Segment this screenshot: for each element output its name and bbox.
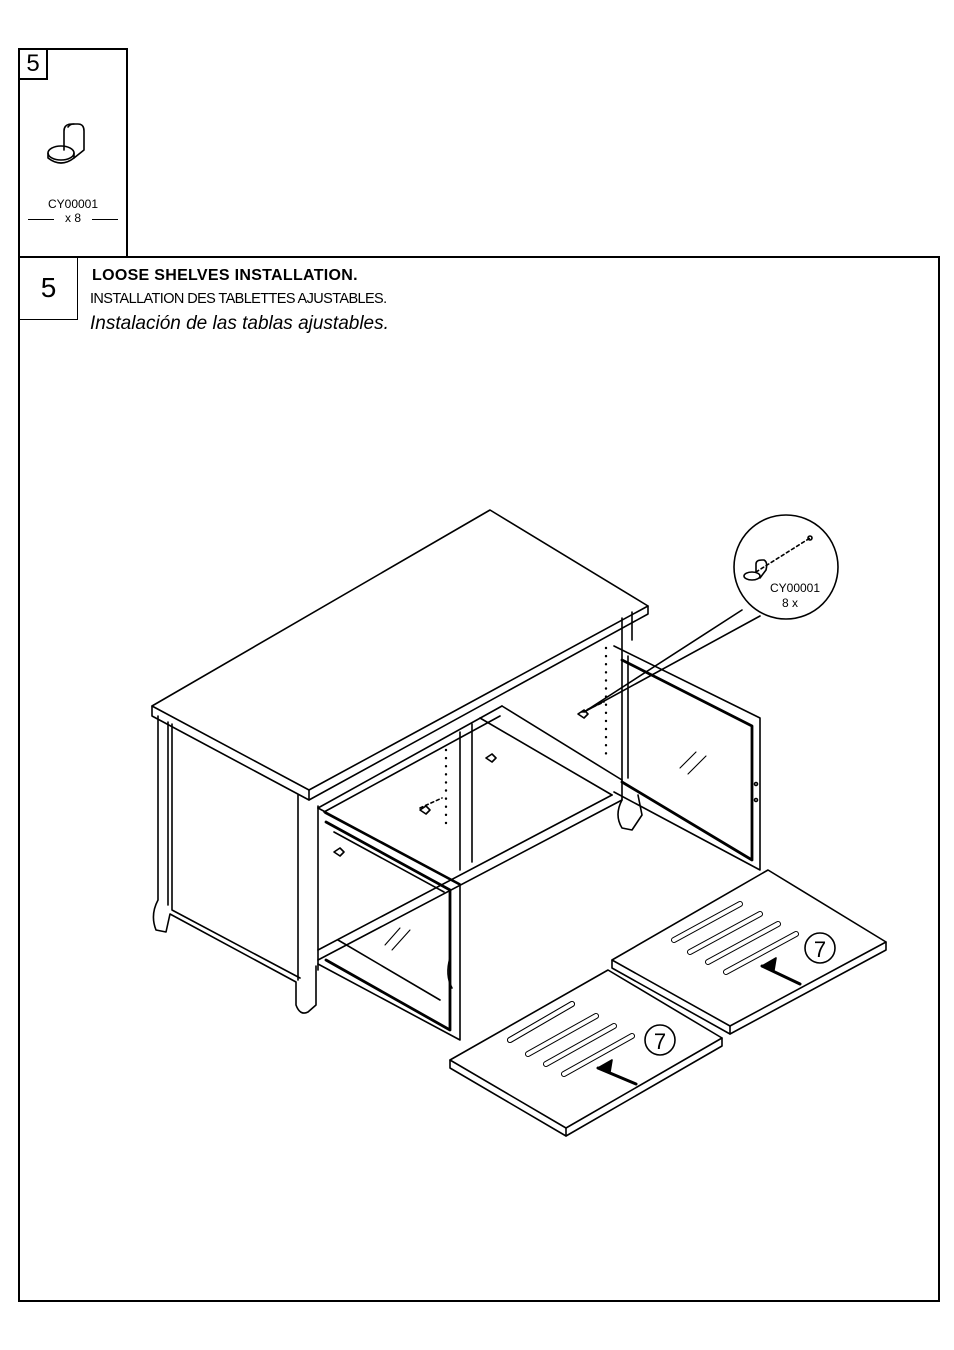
shelf-right [611,869,887,1035]
qty-line-right [92,219,118,220]
step-panel: 5 LOOSE SHELVES INSTALLATION. INSTALLATI… [18,256,940,1302]
step-title-french: INSTALLATION DES TABLETTES AJUSTABLES. [90,291,387,307]
pin-callout [583,514,839,713]
shelf-left [449,969,723,1137]
shelf-left-number: 7 [654,1029,666,1054]
step-number: 5 [20,258,78,320]
step-title-english: LOOSE SHELVES INSTALLATION. [92,267,358,284]
parts-quantity: x 8 [64,211,81,225]
parts-panel: 5 CY00001 x 8 [18,48,128,256]
callout-quantity: 8 x [782,596,798,610]
shelf-right-number: 7 [814,937,826,962]
shelf-pin-icon [47,123,85,164]
cabinet-drawing [151,509,761,1041]
parts-code: CY00001 [47,197,99,211]
callout-code: CY00001 [770,581,820,595]
step-title-spanish: Instalación de las tablas ajustables. [90,313,389,334]
parts-step-number: 5 [20,50,48,80]
qty-line-left [28,219,54,220]
